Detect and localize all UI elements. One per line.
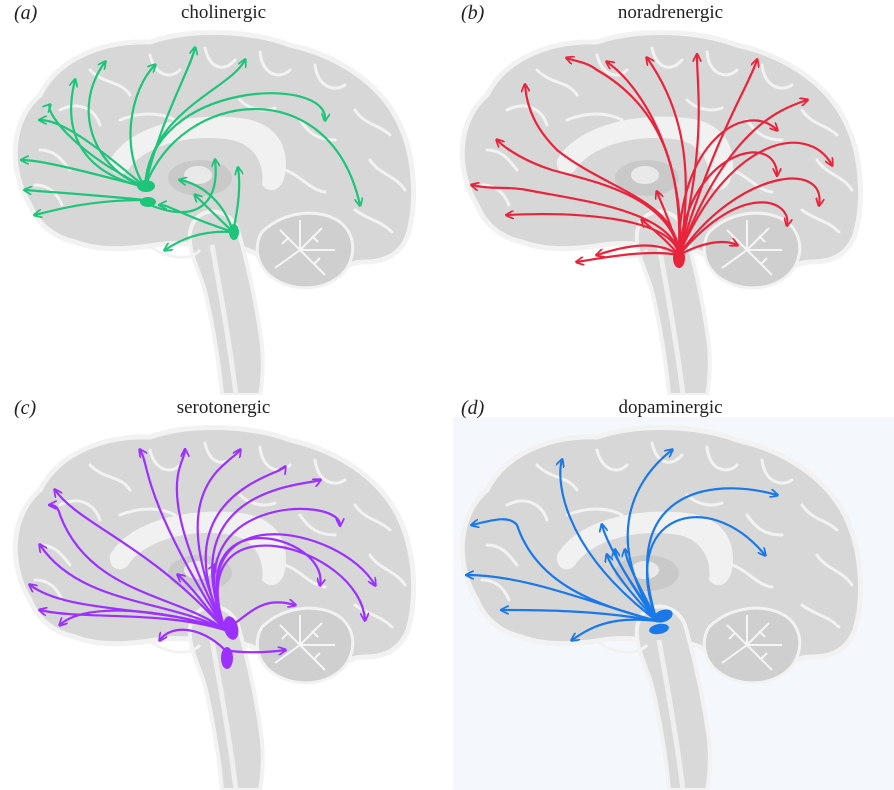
panel-title: serotonergic xyxy=(176,397,271,418)
panel-noradrenergic: (b) noradrenergic xyxy=(447,0,894,395)
cholinergic-nuclei xyxy=(137,180,239,240)
noradrenergic-projections xyxy=(472,55,832,262)
panel-title: noradrenergic xyxy=(617,2,724,23)
panel-serotonergic: (c) serotonergic xyxy=(0,395,447,790)
brain-diagram-dopaminergic xyxy=(447,395,894,790)
panel-cholinergic: (a) cholinergic xyxy=(0,0,447,395)
brain-diagram-noradrenergic xyxy=(447,0,894,395)
panel-letter: (b) xyxy=(461,2,485,24)
cholinergic-projections xyxy=(22,48,360,250)
panel-title: cholinergic xyxy=(180,2,267,23)
noradrenergic-nucleus xyxy=(673,248,685,268)
panel-dopaminergic: (d) dopaminergic xyxy=(447,395,894,790)
panel-letter: (a) xyxy=(14,2,38,24)
panel-title: dopaminergic xyxy=(618,397,723,418)
brain-diagram-cholinergic xyxy=(0,0,447,395)
panel-letter: (d) xyxy=(461,397,485,419)
serotonergic-nuclei xyxy=(221,616,239,669)
panel-letter: (c) xyxy=(14,397,37,419)
brain-diagram-serotonergic xyxy=(0,395,447,790)
brain-outline xyxy=(462,428,860,790)
dopaminergic-nuclei xyxy=(649,609,673,635)
dopaminergic-projections xyxy=(467,450,777,640)
